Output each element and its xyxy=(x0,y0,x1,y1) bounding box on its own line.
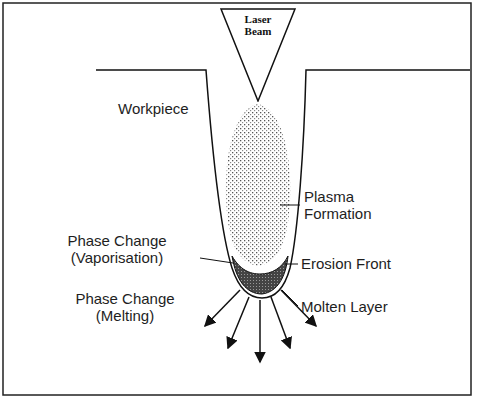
node-label: Laser Beam xyxy=(235,13,281,37)
workpiece-label: Workpiece xyxy=(118,100,238,117)
molten-layer xyxy=(232,256,288,294)
plasma-label: Plasma Formation xyxy=(304,188,388,222)
erosion-front-label: Erosion Front xyxy=(301,255,421,272)
leader-lines xyxy=(200,205,300,306)
vaporisation-label: Phase Change (Vaporisation) xyxy=(36,232,198,266)
laser-beam-triangle: Laser Beam xyxy=(220,8,296,102)
frame xyxy=(3,3,471,395)
heat-arrows xyxy=(205,290,316,362)
plasma-plume xyxy=(226,104,290,266)
melting-label: Phase Change (Melting) xyxy=(60,290,190,324)
molten-layer-label: Molten Layer xyxy=(301,298,421,315)
